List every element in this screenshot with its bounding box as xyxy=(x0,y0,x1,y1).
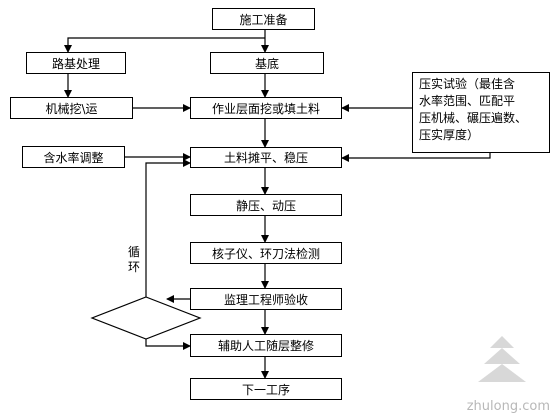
arrow-decision-to-finish xyxy=(145,336,191,350)
watermark-text: zhulong.com xyxy=(466,399,550,414)
arrow-loop-back xyxy=(145,159,191,297)
node-base: 基底 xyxy=(210,52,324,74)
node-test: 核子仪、环刀法检测 xyxy=(190,242,342,264)
node-excavate: 机械挖\运 xyxy=(10,97,133,119)
node-next: 下一工序 xyxy=(190,378,342,400)
node-accept: 监理工程师验收 xyxy=(190,288,342,310)
trial-line-3: 压机械、碾压遍数、 xyxy=(419,111,528,125)
watermark-logo xyxy=(478,336,526,382)
node-layer: 作业层面挖或填土料 xyxy=(190,97,342,119)
node-spread: 土料摊平、稳压 xyxy=(190,147,342,168)
node-subgrade: 路基处理 xyxy=(26,52,126,74)
node-compact: 静压、动压 xyxy=(190,194,342,216)
loop-label-char-1: 循 xyxy=(127,245,140,259)
node-prep: 施工准备 xyxy=(212,8,315,30)
trial-line-1: 压实试验（最佳含 xyxy=(419,77,516,91)
arrow-prep-to-subgrade xyxy=(64,37,265,53)
decision-diamond xyxy=(90,296,202,340)
trial-line-2: 水率范围、匹配平 xyxy=(419,94,516,108)
node-trial: 压实试验（最佳含 水率范围、匹配平 压机械、碾压遍数、 压实厚度） xyxy=(412,72,550,153)
arrow-trial-to-spread xyxy=(341,153,491,162)
node-finish: 辅助人工随层整修 xyxy=(190,334,342,357)
loop-label: 循 环 xyxy=(127,245,141,275)
loop-label-char-2: 环 xyxy=(127,260,140,274)
node-moisture: 含水率调整 xyxy=(22,146,125,168)
trial-line-4: 压实厚度） xyxy=(419,128,480,142)
